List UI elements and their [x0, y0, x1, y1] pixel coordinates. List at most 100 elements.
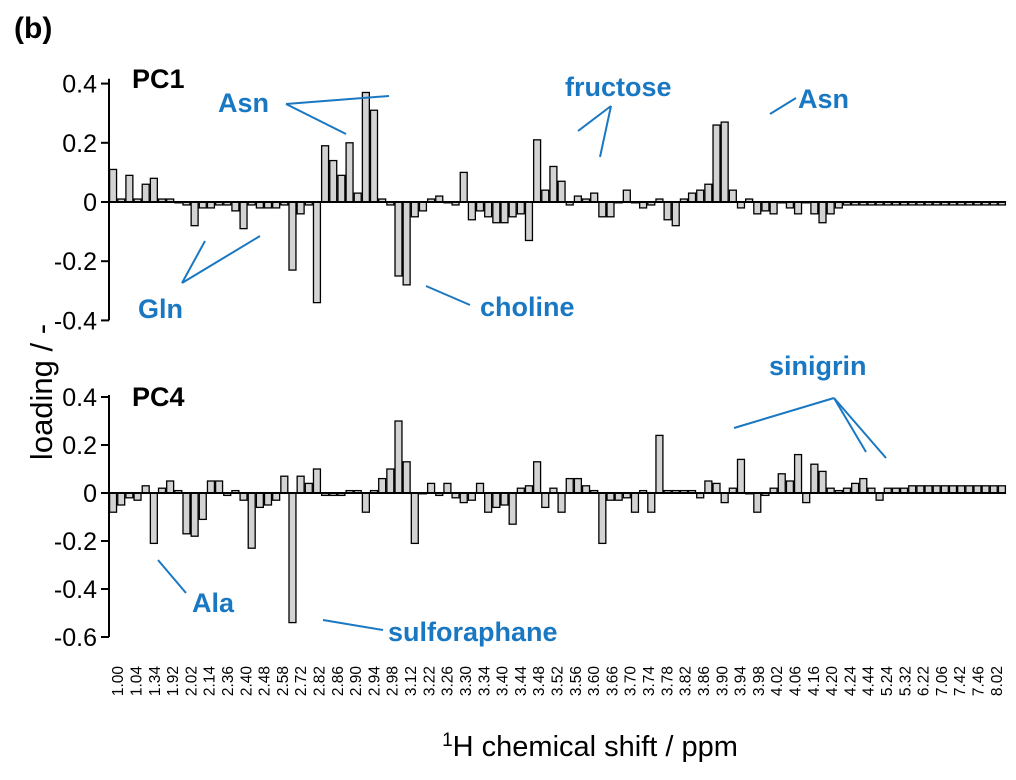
pc4-bar: [386, 468, 395, 494]
x-tick-label: 2.94: [366, 666, 383, 697]
x-tick-label: 2.02: [183, 666, 200, 696]
pc1-bar: [622, 189, 631, 203]
pc1-bar: [753, 201, 762, 215]
x-tick-label: 4.20: [824, 666, 841, 697]
pc4-bar: [557, 492, 566, 513]
pc1-annotation-label: fructose: [565, 72, 672, 102]
pc4-bar: [166, 480, 175, 494]
pc4-bar: [973, 485, 982, 494]
x-tick-label: 2.90: [348, 666, 365, 697]
pc4-annotation-leader: [733, 397, 835, 429]
pc4-bar: [712, 482, 721, 494]
pc1-bar: [524, 201, 534, 242]
x-tick-label: 3.44: [513, 666, 530, 697]
pc4-bar: [630, 492, 640, 513]
x-tick-label: 3.22: [421, 666, 438, 696]
x-tick-label: 3.78: [659, 666, 676, 696]
pc1-annotation-leader: [181, 240, 206, 284]
pc1-bar: [231, 201, 240, 212]
pc1-bar: [720, 121, 729, 203]
pc4-y-ticks: 0.40.20-0.2-0.4-0.6: [54, 384, 109, 652]
pc1-bar: [532, 139, 542, 203]
pc4-bar: [777, 473, 786, 494]
x-tick-label: 3.40: [495, 666, 512, 697]
x-tick-label: 3.94: [733, 666, 750, 697]
pc4-bar: [802, 492, 811, 504]
x-tick-label: 1.92: [165, 666, 182, 696]
pc4-bar: [720, 492, 729, 504]
pc1-annotation-label: Asn: [218, 88, 269, 118]
pc1-bar: [769, 201, 778, 215]
pc4-y-tick-label: 0: [83, 480, 97, 508]
pc4-bar: [704, 480, 713, 494]
pc1-bar: [696, 189, 705, 203]
pc1-bar: [541, 189, 550, 203]
pc1-bar: [125, 174, 134, 203]
pc4-y-tick-label: 0.4: [62, 384, 97, 412]
pc4-bar: [402, 461, 411, 494]
pc4-bar: [989, 485, 998, 494]
pc1-bar: [663, 201, 672, 221]
pc1-bar: [671, 201, 680, 227]
x-tick-label: 7.06: [934, 666, 951, 696]
x-axis-label-sup: 1: [442, 730, 453, 751]
x-tick-label: 2.82: [312, 666, 329, 696]
pc4-bar: [875, 492, 884, 501]
x-tick-label: 5.32: [897, 666, 914, 696]
pc4-bar: [492, 492, 501, 509]
x-tick-label: 3.34: [476, 666, 493, 697]
pc1-bar: [687, 192, 697, 203]
x-tick-label: 4.06: [788, 666, 805, 696]
pc1-bar: [312, 201, 322, 304]
pc1-bar: [590, 192, 599, 203]
pc4-bar: [255, 492, 264, 509]
y-axis-label: loading / -: [24, 324, 59, 460]
pc4-bar: [997, 485, 1007, 494]
pc4-bar: [598, 492, 607, 545]
pc4-bar: [565, 477, 574, 494]
x-tick-label: 2.14: [202, 666, 219, 697]
x-tick-label: 3.30: [458, 666, 475, 697]
pc4-bar: [198, 492, 207, 521]
pc4-bar: [940, 485, 949, 494]
pc1-annotation-label: Asn: [798, 84, 849, 114]
x-tick-label: 4.24: [842, 666, 859, 697]
pc1-annotation-leader: [599, 105, 612, 158]
pc4-bar: [753, 492, 762, 513]
pc1-y-tick-label: 0.2: [62, 130, 97, 158]
pc1-annotation-leader: [181, 235, 261, 284]
pc1-bar: [467, 201, 477, 221]
pc4-bar: [263, 492, 273, 506]
pc1-bars: [108, 91, 1007, 304]
pc4-bar: [965, 485, 974, 494]
pc1-bar: [484, 201, 493, 218]
pc1-bar: [704, 183, 713, 203]
pc1-bar: [296, 201, 305, 215]
pc4-annotation-leader: [833, 397, 867, 453]
pc4-bar: [272, 492, 281, 501]
pc4-bar: [500, 492, 509, 506]
pc4-bar: [916, 485, 925, 494]
pc1-annotation-label: Gln: [138, 294, 183, 324]
pc1-y-tick-label: 0: [83, 189, 97, 217]
x-tick-label: 1.04: [129, 666, 146, 697]
pc1-bar: [141, 183, 150, 203]
pc4-bar: [793, 453, 803, 494]
pc4-bar: [484, 492, 493, 513]
pc4-y-tick-label: -0.4: [54, 576, 97, 604]
panel-label: (b): [14, 12, 52, 45]
x-axis-label-text: H chemical shift / ppm: [453, 731, 738, 763]
pc4-panel: PC4 0.40.20-0.2-0.4-0.6 sinigrinAlasulfo…: [54, 351, 1007, 652]
x-tick-label: 7.42: [952, 666, 969, 696]
x-tick-label: 7.46: [971, 666, 988, 696]
pc4-bar: [606, 492, 615, 501]
pc4-bar: [108, 492, 118, 513]
pc4-title: PC4: [132, 382, 185, 412]
pc1-bar: [516, 201, 525, 215]
pc1-bar: [418, 201, 428, 212]
pc4-bar: [614, 492, 623, 501]
x-tick-label: 2.98: [385, 666, 402, 696]
pc1-bar: [149, 177, 158, 203]
